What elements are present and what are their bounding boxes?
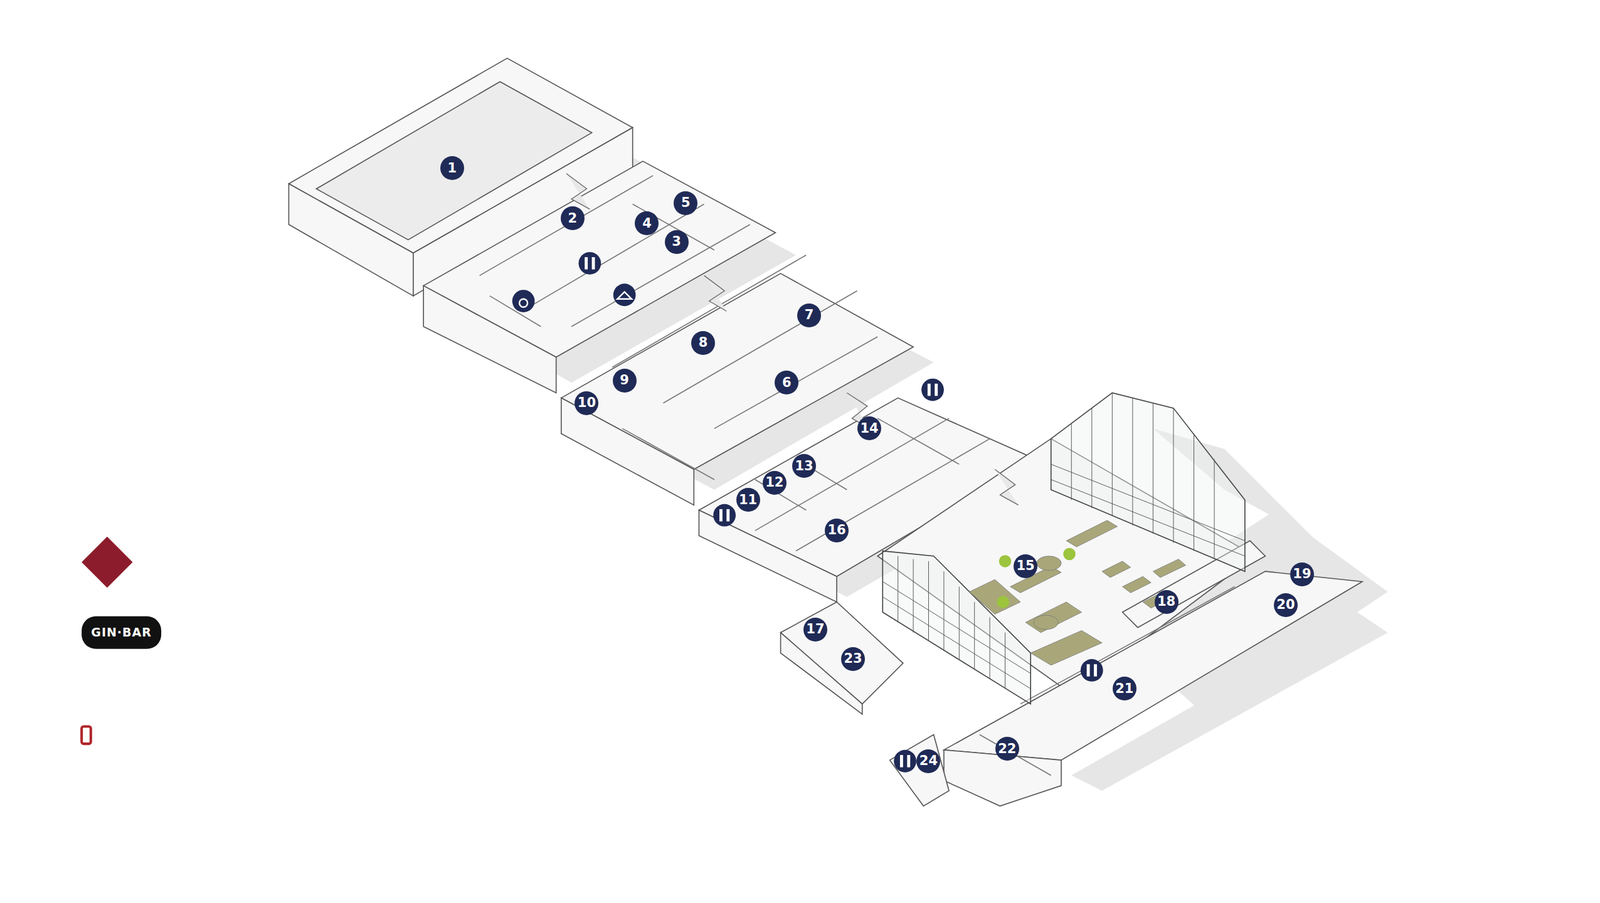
callout-number: 9	[612, 368, 637, 393]
callout-number: 7	[797, 303, 822, 328]
callout-number: 20	[1273, 593, 1298, 618]
callout-number: 15	[1013, 554, 1038, 579]
callout-number: 12	[762, 471, 787, 495]
callout-number: 1	[440, 156, 465, 181]
callout-number: 23	[841, 647, 865, 672]
callout-number: 24	[916, 749, 941, 774]
callout-number: 21	[1112, 676, 1137, 701]
callout-number: 18	[1154, 590, 1179, 615]
amenity-icons	[512, 252, 1104, 773]
callout-number: 2	[560, 206, 585, 231]
callout-number: 16	[824, 518, 849, 543]
callout-number: 10	[574, 391, 599, 416]
callout-number: 5	[673, 191, 698, 216]
callout-number: 3	[664, 230, 689, 255]
logo-text: GIN·BAR	[90, 626, 152, 639]
callout-number: 8	[691, 331, 716, 355]
callout-number: 17	[803, 617, 828, 642]
callout-number: 19	[1290, 562, 1314, 587]
callout-number: 22	[995, 736, 1020, 761]
logos	[81, 536, 162, 744]
callout-number: 11	[736, 487, 761, 512]
